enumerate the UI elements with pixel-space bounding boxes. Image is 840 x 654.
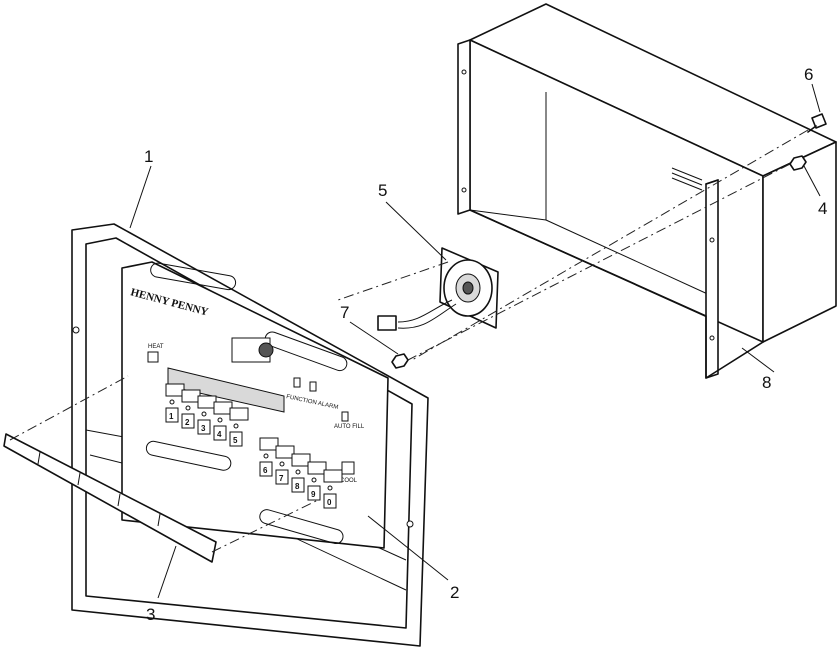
enclosure-right-flange <box>705 179 719 379</box>
left-key-window <box>213 401 233 415</box>
left-key-window <box>229 407 249 421</box>
panel-slot-bottom-left <box>145 440 232 471</box>
callout-7: 7 <box>340 303 349 322</box>
callout-3: 3 <box>146 605 155 624</box>
cool-label: COOL <box>340 478 358 484</box>
callout-1: 1 <box>144 147 153 166</box>
right-key-window <box>291 453 311 467</box>
right-key-button <box>291 477 305 493</box>
right-key-label: 0 <box>327 498 332 507</box>
heat-indicator <box>147 351 159 363</box>
label-strip-body <box>3 433 217 563</box>
enclosure-inner-floor-edge <box>469 209 547 221</box>
bezel-screw-hole-right <box>406 520 414 528</box>
right-key-label: 7 <box>279 474 284 483</box>
left-key-button <box>181 413 195 429</box>
cool-button <box>341 461 355 475</box>
left-key-window <box>197 395 217 409</box>
nut-part-7 <box>391 353 409 369</box>
left-key-row: 1 2 3 4 5 <box>165 383 249 447</box>
right-key-button <box>323 493 337 509</box>
badge-emblem-icon <box>258 342 274 358</box>
assembly-center-lines <box>9 129 809 553</box>
panel-slot-bottom-right <box>259 509 344 545</box>
left-key-label: 1 <box>169 412 174 421</box>
left-key-button <box>213 425 227 441</box>
screw-part-6 <box>807 113 827 133</box>
left-key-window <box>181 389 201 403</box>
bezel-screw-hole-left <box>72 326 80 334</box>
panel-slot-top-left <box>150 262 237 291</box>
left-key-led <box>185 405 191 411</box>
right-key-led <box>327 485 333 491</box>
left-key-led <box>201 411 207 417</box>
right-key-window <box>259 437 279 451</box>
left-key-label: 4 <box>217 430 222 439</box>
auto-fill-label: AUTO FILL <box>334 424 365 430</box>
left-key-window <box>165 383 185 397</box>
right-key-button <box>259 461 273 477</box>
wire-connector <box>377 315 397 331</box>
callout-6: 6 <box>804 65 813 84</box>
callout-leaders <box>129 83 821 599</box>
left-key-label: 2 <box>185 418 190 427</box>
left-key-label: 3 <box>201 424 206 433</box>
right-key-label: 8 <box>295 482 300 491</box>
right-key-label: 9 <box>311 490 316 499</box>
right-key-led <box>279 461 285 467</box>
enclosure-side-face <box>762 141 837 343</box>
label-strip <box>3 433 217 563</box>
speaker-assembly <box>377 247 499 331</box>
right-key-window <box>307 461 327 475</box>
left-key-label: 5 <box>233 436 238 445</box>
left-key-led <box>233 423 239 429</box>
right-key-led <box>311 477 317 483</box>
left-key-led <box>217 417 223 423</box>
right-key-led <box>263 453 269 459</box>
left-key-button <box>197 419 211 435</box>
right-key-button <box>275 469 289 485</box>
control-panel-overlay: HENNY PENNY HEAT FUNCTION ALARM AUTO FIL… <box>121 261 389 549</box>
callout-8: 8 <box>762 373 771 392</box>
right-key-window <box>275 445 295 459</box>
right-key-label: 6 <box>263 466 268 475</box>
left-key-button <box>229 431 243 447</box>
right-key-window <box>323 469 343 483</box>
callout-5: 5 <box>378 181 387 200</box>
heat-label: HEAT <box>148 344 164 350</box>
panel-slot-top-right <box>264 331 348 372</box>
right-key-led <box>295 469 301 475</box>
callout-2: 2 <box>450 583 459 602</box>
fryer-badge-icon <box>231 337 271 363</box>
left-key-led <box>169 399 175 405</box>
enclosure-box <box>457 3 837 379</box>
right-key-button <box>307 485 321 501</box>
left-key-button <box>165 407 179 423</box>
callout-4: 4 <box>818 199 827 218</box>
speaker-wire <box>397 299 453 323</box>
display-window <box>167 367 285 413</box>
right-key-row: 6 7 8 9 0 <box>259 437 343 509</box>
